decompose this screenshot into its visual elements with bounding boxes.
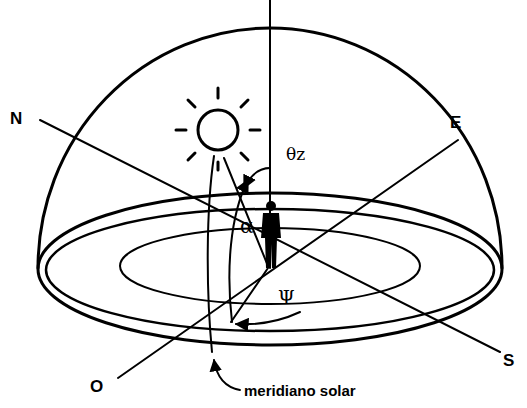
east-west-axis: [118, 140, 458, 378]
compass-label: N: [10, 110, 22, 127]
sun-symbol: [176, 88, 260, 170]
meridian-leader: [214, 360, 240, 390]
solar-meridian-arc: [208, 156, 214, 352]
compass-label: E: [450, 114, 461, 131]
meridian-label: meridiano solar: [244, 383, 356, 398]
compass-label: S: [503, 352, 514, 369]
compass-label: O: [90, 378, 103, 395]
observer-figure: [261, 201, 281, 268]
angle-label: θz: [286, 146, 305, 163]
horizon-inner-ellipse: [46, 209, 494, 331]
azimuth-line: [231, 268, 268, 322]
north-south-axis: [40, 120, 500, 352]
azimuth-arc: [236, 312, 300, 324]
zenith-angle-arc: [244, 168, 270, 188]
angle-label: α: [240, 216, 254, 236]
altitude-arc: [229, 180, 248, 322]
angle-label: Ψ: [278, 288, 295, 307]
